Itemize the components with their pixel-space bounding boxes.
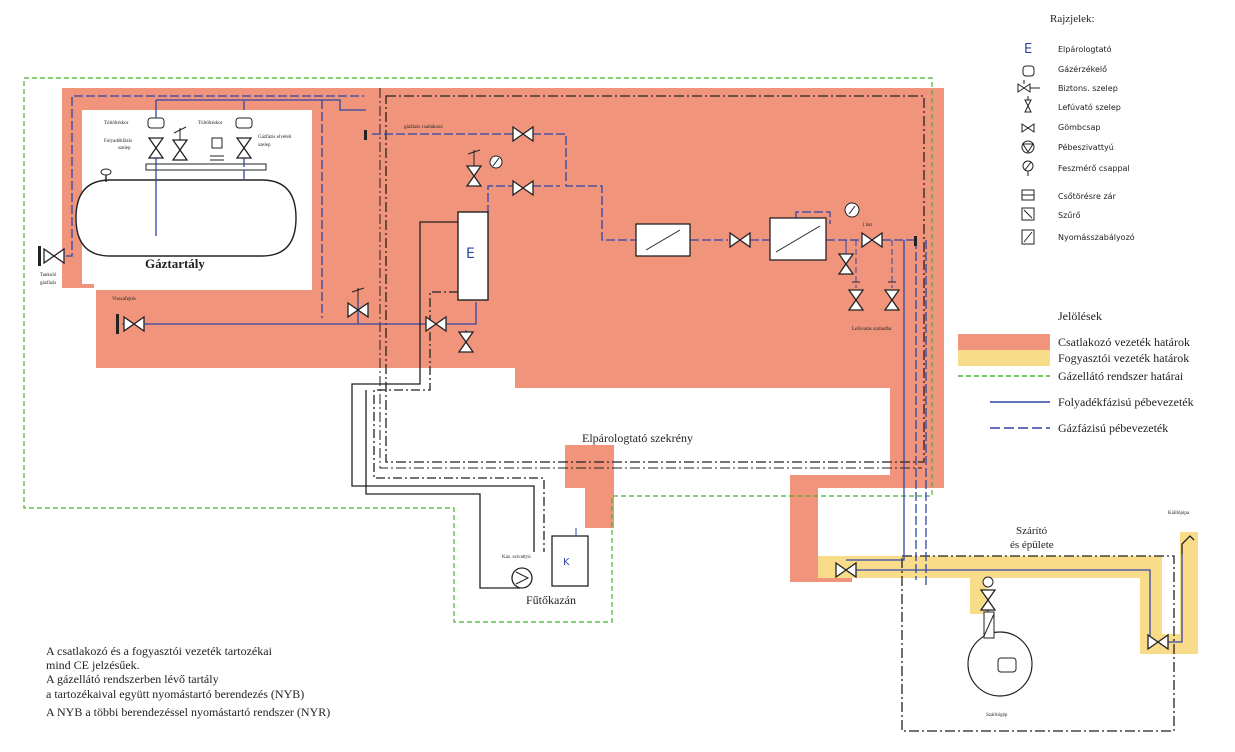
evaporator: E (457, 211, 489, 301)
evaporator-cabinet-outline (385, 95, 925, 463)
svg-text:Csatlakozó vezeték határok: Csatlakozó vezeték határok (1058, 335, 1190, 349)
burner-unit: Szárítógép (967, 576, 1033, 718)
svg-text:Kiállópipa: Kiállópipa (1168, 511, 1190, 516)
notes-block: A csatlakozó és a fogyasztói vezeték tar… (46, 644, 466, 719)
dryer-building-outline (901, 555, 1175, 732)
svg-text:Gömbcsap: Gömbcsap (1058, 123, 1101, 132)
safety-valve-icon (1017, 80, 1040, 93)
svg-text:Csőtörésre zár: Csőtörésre zár (1058, 191, 1117, 201)
svg-text:Tankoló: Tankoló (40, 273, 57, 278)
svg-text:Visszafejtés: Visszafejtés (112, 297, 136, 302)
svg-text:Pébeszivattyú: Pébeszivattyú (1058, 142, 1114, 152)
cabinet-label: Elpárologtató szekrény (582, 431, 693, 445)
note-line: mind CE jelzésűek. (46, 658, 140, 673)
svg-text:Nyomásszabályozó: Nyomásszabályozó (1058, 232, 1135, 242)
svg-text:gázfázis: gázfázis (40, 281, 56, 286)
filter-icon (1021, 207, 1035, 221)
svg-text:Gázellátó rendszer határai: Gázellátó rendszer határai (1058, 369, 1184, 383)
svg-text:Lefúvatás szabadba: Lefúvatás szabadba (852, 327, 892, 332)
overfill-label-left: Túltöltéskor (104, 121, 129, 126)
svg-text:1 bar: 1 bar (862, 223, 872, 228)
gas-supply-boundary (23, 77, 933, 623)
heating-pipes (351, 221, 535, 589)
evaporator-e-icon: E (1024, 42, 1032, 57)
pump-icon (1021, 140, 1035, 154)
symbols-legend: Rajzjelek: E Elpárologtató Gázérzékelő B… (1017, 13, 1135, 245)
svg-text:Biztons. szelep: Biztons. szelep (1058, 84, 1118, 93)
cabinet-valves (347, 126, 534, 353)
liquid-pipes (144, 99, 1183, 673)
ball-valve-icon (1021, 123, 1035, 133)
lines-legend-title: Jelölések (1058, 309, 1102, 323)
svg-text:Lefúvató szelep: Lefúvató szelep (1058, 102, 1121, 112)
svg-text:Feszmérő csappal: Feszmérő csappal (1058, 163, 1130, 173)
gas-phase-pipes (66, 95, 927, 586)
tank-label: Gáztartály (145, 256, 205, 271)
tank-filler: Tankoló gázfázis (38, 246, 65, 286)
svg-text:Szárítógép: Szárítógép (986, 713, 1008, 718)
consumer-band-swatch (958, 350, 1050, 366)
note-line: a tartozékaival együtt nyomástartó beren… (46, 686, 305, 701)
filter (635, 223, 691, 257)
symbols-legend-title: Rajzjelek: (1050, 13, 1095, 25)
gas-valve-label-2: szelep (258, 143, 271, 148)
svg-text:Fogyasztói vezeték határok: Fogyasztói vezeték határok (1058, 351, 1189, 365)
gas-tank: Gáztartály (75, 163, 297, 271)
note-line: A csatlakozó és a fogyasztói vezeték tar… (46, 644, 272, 658)
note-line: A gázellátó rendszerben lévő tartály (46, 672, 219, 687)
building-label: Szárító (1016, 525, 1048, 537)
boiler-label: Fűtőkazán (526, 593, 576, 607)
pressure-gauge-icon (1022, 160, 1034, 176)
gas-valve-label: Gázfázis elvételi (258, 135, 292, 140)
pipe-break-shutoff-icon (1021, 189, 1035, 201)
outlet: Kiállópipa (1168, 511, 1195, 554)
connecting-line-band (62, 88, 944, 582)
svg-text:Gázérzékelő: Gázérzékelő (1058, 64, 1107, 74)
building-label-2: és épülete (1010, 539, 1054, 551)
liquid-valve-label: Folyadékfázis (104, 139, 132, 144)
svg-text:Kaz. szivattyú: Kaz. szivattyú (502, 555, 531, 560)
tank-valves: Túltöltéskor Folyadékfázis szelep Túltöl… (104, 117, 292, 161)
return-valve: Visszafejtés (112, 297, 145, 334)
blowoff-valves: Lefúvatás szabadba (838, 240, 900, 332)
svg-text:Folyadékfázisú pébevezeték: Folyadékfázisú pébevezeték (1058, 395, 1194, 409)
svg-text:Szűrő: Szűrő (1058, 211, 1081, 220)
svg-text:Elpárologtató: Elpárologtató (1058, 44, 1112, 54)
gas-inlet-label: gázfázis csatlakozó (404, 125, 443, 130)
svg-text:Gázfázisú pébevezeték: Gázfázisú pébevezeték (1058, 421, 1168, 435)
note-line: A NYB a többi berendezéssel nyomástartó … (46, 704, 331, 719)
pressure-regulator (769, 217, 827, 261)
liquid-valve-label-2: szelep (118, 146, 131, 151)
gas-detector-icon (1022, 65, 1035, 77)
lines-legend: Jelölések Csatlakozó vezeték határok Fog… (958, 309, 1194, 435)
blowoff-valve-icon (1024, 96, 1032, 113)
connecting-band-swatch (958, 334, 1050, 350)
boiler: K Kaz. szivattyú Fűtőkazán (502, 528, 589, 607)
evaporator-letter: E (466, 246, 475, 262)
svg-text:K: K (563, 557, 570, 568)
overfill-label-right: Túltöltéskor (198, 121, 223, 126)
pressure-regulator-icon (1021, 229, 1035, 245)
